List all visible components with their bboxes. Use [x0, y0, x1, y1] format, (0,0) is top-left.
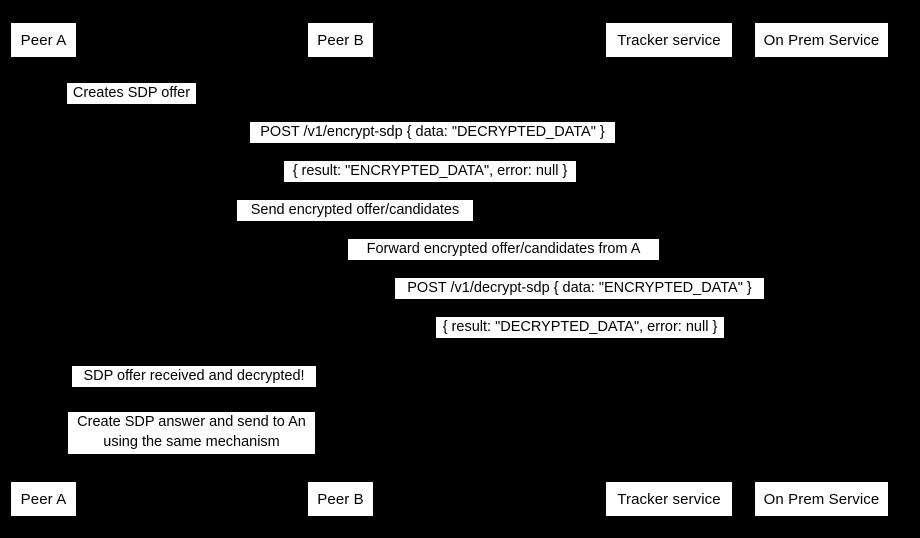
message-text: POST /v1/encrypt-sdp { data: "DECRYPTED_… [260, 123, 605, 140]
message-label-send-encrypted-offer: Send encrypted offer/candidates [237, 200, 473, 221]
message-label-decrypt-sdp-response: { result: "DECRYPTED_DATA", error: null … [436, 317, 724, 338]
message-text: POST /v1/decrypt-sdp { data: "ENCRYPTED_… [407, 279, 752, 296]
lifeline-tracker [668, 58, 669, 481]
message-text: SDP offer received and decrypted! [83, 367, 305, 384]
participant-label: Peer A [20, 31, 67, 49]
message-label-encrypt-sdp-response: { result: "ENCRYPTED_DATA", error: null … [284, 161, 576, 182]
participant-label: Peer B [317, 31, 364, 49]
participant-box-on-prem-top[interactable]: On Prem Service [754, 22, 889, 58]
participant-label: Tracker service [617, 31, 721, 49]
participant-box-peer-b-top[interactable]: Peer B [307, 22, 374, 58]
lifeline-on-prem [821, 58, 822, 481]
participant-label: Tracker service [617, 490, 721, 508]
message-text: { result: "ENCRYPTED_DATA", error: null … [292, 162, 568, 179]
message-label-forward-encrypted-offer: Forward encrypted offer/candidates from … [348, 239, 659, 260]
message-label-creates-sdp-offer: Creates SDP offer [67, 83, 196, 104]
participant-label: Peer A [20, 490, 67, 508]
participant-box-tracker-top[interactable]: Tracker service [605, 22, 733, 58]
participant-box-peer-a-bottom[interactable]: Peer A [10, 481, 77, 517]
message-text: Creates SDP offer [72, 84, 191, 101]
message-label-create-sdp-answer: Create SDP answer and send to An using t… [68, 412, 315, 454]
message-text: Forward encrypted offer/candidates from … [366, 240, 641, 257]
message-label-encrypt-sdp-request: POST /v1/encrypt-sdp { data: "DECRYPTED_… [250, 122, 615, 143]
message-text: { result: "DECRYPTED_DATA", error: null … [442, 318, 718, 335]
participant-box-peer-a-top[interactable]: Peer A [10, 22, 77, 58]
message-text-line-2: using the same mechanism [103, 434, 280, 450]
participant-label: Peer B [317, 490, 364, 508]
lifeline-peer-a [43, 58, 44, 481]
lifeline-peer-b [340, 58, 341, 481]
message-label-decrypt-sdp-request: POST /v1/decrypt-sdp { data: "ENCRYPTED_… [395, 278, 764, 299]
participant-box-tracker-bottom[interactable]: Tracker service [605, 481, 733, 517]
message-text: Send encrypted offer/candidates [250, 201, 460, 218]
participant-box-peer-b-bottom[interactable]: Peer B [307, 481, 374, 517]
participant-label: On Prem Service [763, 490, 880, 508]
participant-label: On Prem Service [763, 31, 880, 49]
message-text-line-1: Create SDP answer and send to An [77, 414, 306, 431]
message-label-sdp-offer-received: SDP offer received and decrypted! [72, 366, 316, 387]
participant-box-on-prem-bottom[interactable]: On Prem Service [754, 481, 889, 517]
